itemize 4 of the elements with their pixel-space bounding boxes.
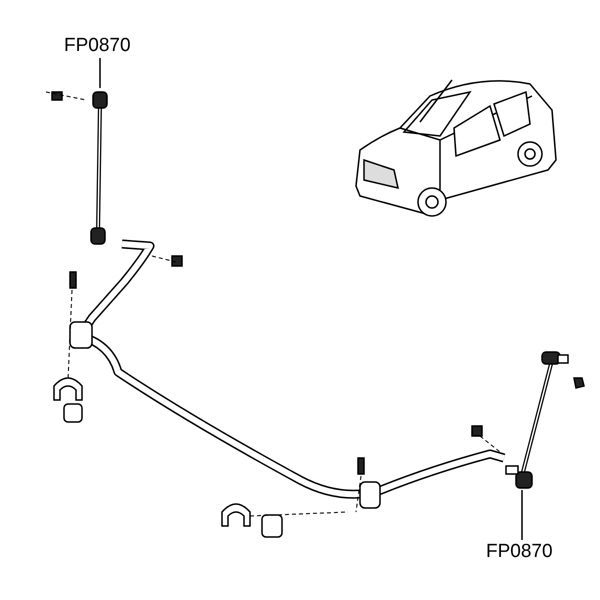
leader-line (521, 490, 523, 540)
part-number: FP0870 (486, 540, 554, 564)
part-number: FP0870 (64, 34, 132, 58)
leader-line (99, 58, 101, 88)
